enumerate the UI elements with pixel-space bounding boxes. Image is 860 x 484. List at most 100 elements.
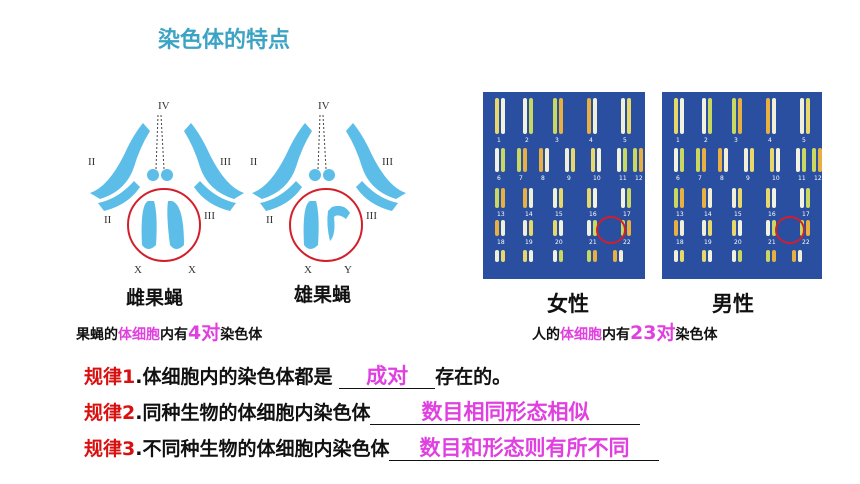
rule-2: 规律2.同种生物的体细胞内染色体数目相同形态相似 bbox=[84, 398, 641, 425]
chromosome bbox=[708, 250, 712, 262]
chromosome bbox=[702, 98, 706, 134]
chromosome bbox=[501, 250, 505, 262]
chromosome bbox=[702, 188, 706, 208]
chromosome-number: 3 bbox=[734, 137, 738, 144]
chromosome bbox=[680, 220, 684, 236]
chromosome bbox=[627, 220, 631, 236]
sex-chromosome-highlight bbox=[596, 216, 626, 244]
chromosome bbox=[627, 98, 631, 134]
rule-3: 规律3.不同种生物的体细胞内染色体数目和形态则有所不同 bbox=[84, 434, 660, 461]
svg-text:II: II bbox=[250, 156, 258, 168]
chromosome bbox=[517, 148, 521, 172]
chromosome-number: 8 bbox=[720, 175, 724, 182]
chromosome bbox=[593, 98, 597, 134]
chromosome bbox=[587, 250, 591, 262]
chromosome-number: 20 bbox=[734, 239, 742, 246]
chromosome bbox=[776, 148, 780, 172]
chromosome-number: 14 bbox=[525, 211, 533, 218]
chromosome bbox=[545, 148, 549, 172]
chromosome bbox=[587, 220, 591, 236]
chromosome bbox=[772, 220, 776, 236]
chromosome-number: 4 bbox=[589, 137, 593, 144]
svg-text:III: III bbox=[382, 156, 393, 168]
svg-text:X: X bbox=[188, 264, 196, 275]
female-fly-label: 雌果蝇 bbox=[126, 287, 184, 309]
chromosome-number: 12 bbox=[635, 175, 643, 182]
chromosome bbox=[529, 250, 533, 262]
chromosome-number: 10 bbox=[593, 175, 601, 182]
chromosome bbox=[529, 98, 533, 134]
chromosome bbox=[613, 250, 617, 262]
chromosome bbox=[501, 98, 505, 134]
chromosome-number: 13 bbox=[676, 211, 684, 218]
chromosome bbox=[553, 188, 557, 208]
chromosome-number: 15 bbox=[555, 211, 563, 218]
svg-text:II: II bbox=[266, 214, 274, 226]
female-label: 女性 bbox=[547, 292, 589, 316]
chromosome bbox=[501, 188, 505, 208]
svg-text:III: III bbox=[204, 210, 215, 222]
chromosome bbox=[619, 250, 623, 262]
chromosome bbox=[680, 188, 684, 208]
chromosome-number: 12 bbox=[814, 175, 822, 182]
chromosome bbox=[818, 148, 822, 172]
chromosome bbox=[724, 148, 728, 172]
chromosome bbox=[495, 250, 499, 262]
chromosome bbox=[738, 250, 742, 262]
chromosome bbox=[529, 188, 533, 208]
chromosome bbox=[593, 188, 597, 208]
chromosome bbox=[702, 250, 706, 262]
male-label: 男性 bbox=[712, 292, 754, 316]
chromosome-number: 1 bbox=[676, 137, 680, 144]
chromosome bbox=[792, 250, 796, 262]
chromosome bbox=[529, 220, 533, 236]
chromosome bbox=[812, 148, 816, 172]
male-fly-label: 雄果蝇 bbox=[294, 284, 352, 306]
human-caption: 人的体细胞内有23对染色体 bbox=[532, 322, 718, 344]
chromosome bbox=[674, 250, 678, 262]
chromosome bbox=[501, 148, 505, 172]
chromosome bbox=[553, 98, 557, 134]
chromosome-number: 5 bbox=[623, 137, 627, 144]
chromosome bbox=[802, 148, 806, 172]
chromosome bbox=[495, 220, 499, 236]
chromosome bbox=[559, 220, 563, 236]
chromosome-number: 21 bbox=[768, 239, 776, 246]
chromosome bbox=[523, 250, 527, 262]
chromosome bbox=[738, 188, 742, 208]
chromosome bbox=[593, 250, 597, 262]
chromosome bbox=[766, 188, 770, 208]
chromosome bbox=[523, 220, 527, 236]
chromosome bbox=[798, 250, 802, 262]
svg-text:X: X bbox=[304, 264, 312, 275]
male-fly-chromosome-diagram: IV II III II III X Y bbox=[250, 100, 406, 275]
chromosome bbox=[680, 250, 684, 262]
svg-text:IV: IV bbox=[318, 100, 330, 112]
chromosome-number: 9 bbox=[567, 175, 571, 182]
chromosome-number: 16 bbox=[589, 211, 597, 218]
chromosome-number: 2 bbox=[704, 137, 708, 144]
chromosome bbox=[539, 148, 543, 172]
chromosome-number: 21 bbox=[589, 239, 597, 246]
chromosome bbox=[553, 220, 557, 236]
chromosome-number: 22 bbox=[802, 239, 810, 246]
chromosome-number: 8 bbox=[541, 175, 545, 182]
svg-text:II: II bbox=[88, 156, 96, 168]
chromosome bbox=[621, 188, 625, 208]
chromosome-number: 5 bbox=[802, 137, 806, 144]
chromosome bbox=[617, 148, 621, 172]
chromosome-number: 1 bbox=[497, 137, 501, 144]
chromosome bbox=[591, 148, 595, 172]
chromosome-number: 18 bbox=[497, 239, 505, 246]
svg-text:Y: Y bbox=[344, 264, 352, 275]
chromosome bbox=[772, 188, 776, 208]
label-iv: IV bbox=[158, 100, 170, 112]
svg-text:II: II bbox=[104, 214, 112, 226]
chromosome bbox=[738, 220, 742, 236]
chromosome-number: 6 bbox=[676, 175, 680, 182]
chromosome-number: 14 bbox=[704, 211, 712, 218]
chromosome-number: 3 bbox=[555, 137, 559, 144]
sex-chromosome-highlight bbox=[775, 216, 805, 244]
